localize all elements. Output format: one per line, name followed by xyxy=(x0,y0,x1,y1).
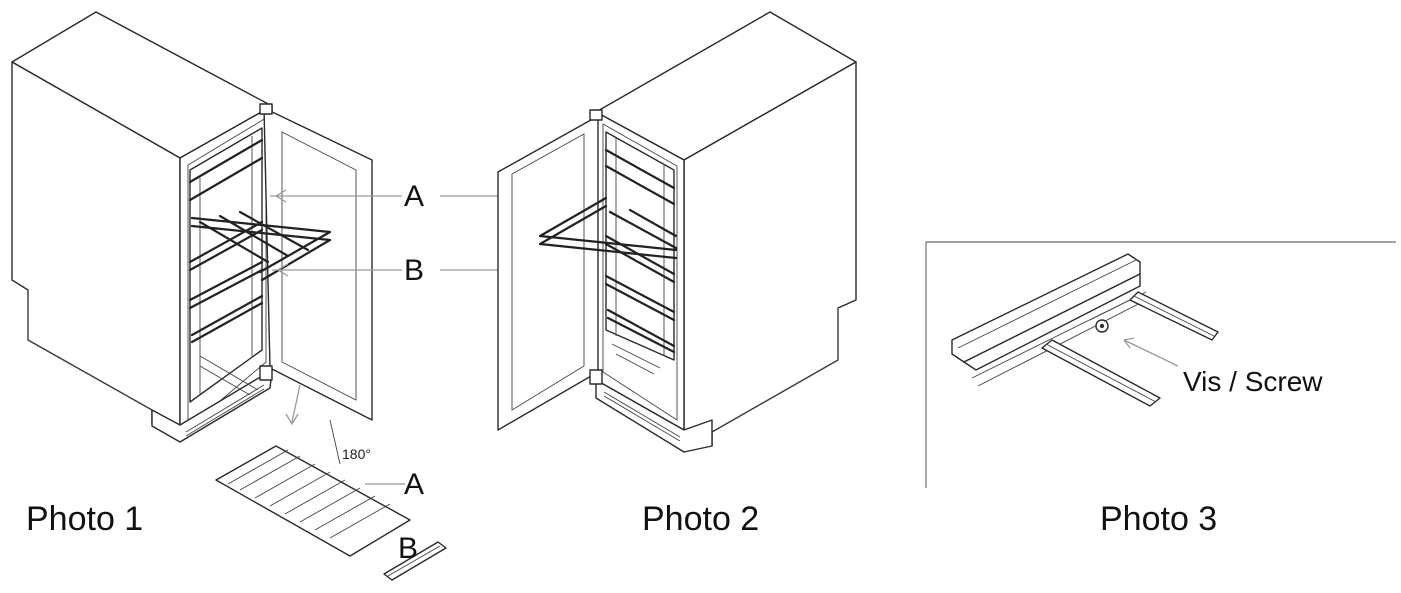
caption-photo3: Photo 3 xyxy=(1100,500,1218,538)
label-b-shelf: B xyxy=(398,532,419,565)
photo1-swing-arrow xyxy=(291,384,301,423)
photo2-shelves xyxy=(538,148,678,375)
photo1-door xyxy=(263,107,373,421)
caption-photo1: Photo 1 xyxy=(26,500,144,538)
photo1-cabinet xyxy=(11,11,373,465)
label-a-shelf: A xyxy=(404,468,425,501)
label-a-top: A xyxy=(404,180,425,213)
photo1-removed-shelf xyxy=(215,445,447,581)
photo1-shelves xyxy=(188,138,332,396)
label-b-top: B xyxy=(404,254,425,287)
photo3-closeup xyxy=(925,241,1396,488)
photo3-screw-arrow xyxy=(1123,339,1179,367)
caption-photo2: Photo 2 xyxy=(642,500,760,538)
photo2-door xyxy=(497,115,599,431)
label-screw: Vis / Screw xyxy=(1183,366,1323,397)
photo2-cabinet xyxy=(497,11,857,453)
label-angle: 180° xyxy=(342,446,371,462)
